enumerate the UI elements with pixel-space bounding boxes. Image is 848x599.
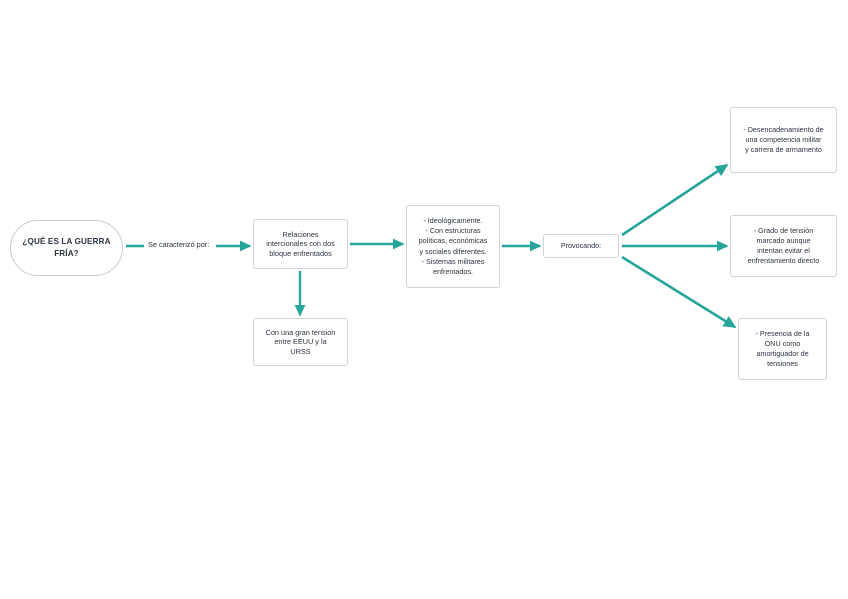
node-caracteristicas-label: - Ideológicamente. - Con estructuras pol… [418,215,488,276]
node-grado-tension-label: - Grado de tensión marcado aunque intent… [747,225,820,266]
node-relaciones-label: Relaciones intercionales con dos bloque … [266,229,335,258]
node-carrera-armamento[interactable]: - Desencadenamiento de una competencia m… [730,107,837,173]
node-carrera-armamento-label: - Desencadenamiento de una competencia m… [743,124,824,155]
edge-provocando-to-onu [621,255,737,329]
node-root-question[interactable]: ¿QUÉ ES LA GUERRA FRÍA? [10,220,123,276]
node-presencia-onu-label: - Presencia de la ONU como amortiguador … [755,328,810,369]
node-caracteristicas[interactable]: - Ideológicamente. - Con estructuras pol… [406,205,500,288]
node-provocando-label: Provocando: [560,241,602,251]
edge-provocando-to-armamento [621,163,729,237]
node-grado-tension[interactable]: - Grado de tensión marcado aunque intent… [730,215,837,277]
node-presencia-onu[interactable]: - Presencia de la ONU como amortiguador … [738,318,827,380]
node-relaciones[interactable]: Relaciones intercionales con dos bloque … [253,219,348,269]
node-tension-label: Con una gran tension entre EEUU y la URS… [265,327,336,356]
node-root-label: ¿QUÉ ES LA GUERRA FRÍA? [22,237,111,258]
node-provocando[interactable]: Provocando: [543,234,619,258]
edge-label-se-caracterizo: Se caracterizó por: [146,240,212,249]
node-tension-eeuu-urss[interactable]: Con una gran tension entre EEUU y la URS… [253,318,348,366]
